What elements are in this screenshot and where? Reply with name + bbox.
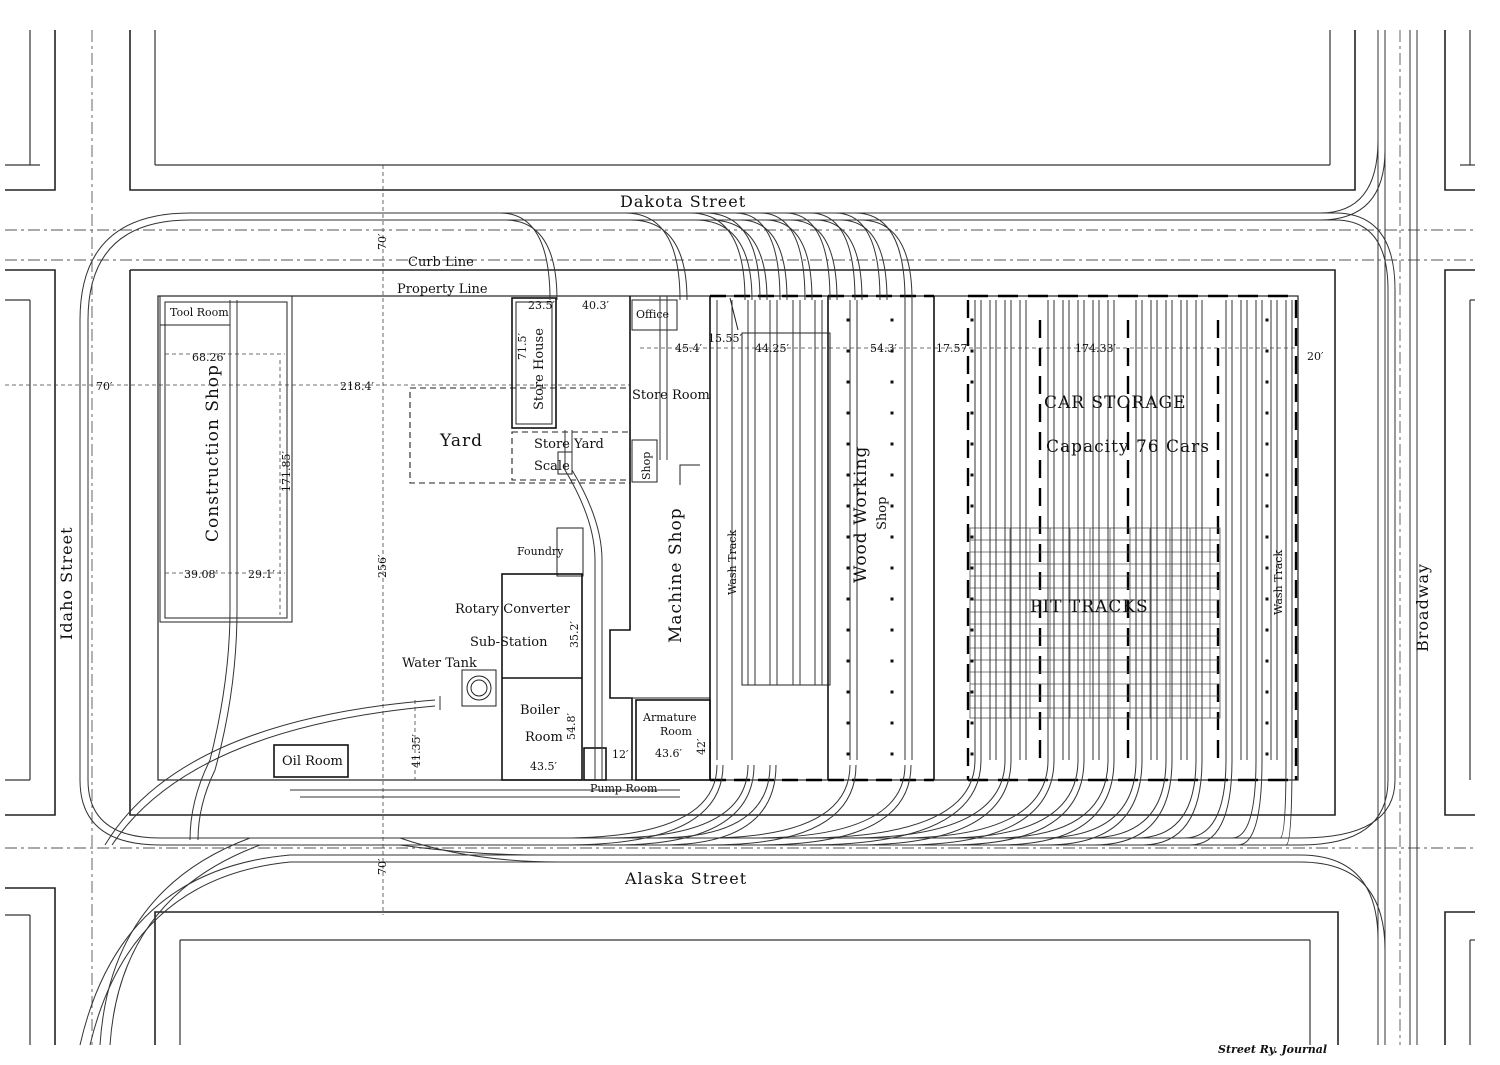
- dim-23-5: 23.5′: [528, 299, 555, 312]
- sub-station-label: Sub-Station: [470, 635, 548, 650]
- store-house-label: Store House: [532, 328, 547, 410]
- construction-shop-label: Construction Shop: [203, 364, 223, 542]
- store-yard-label: Store Yard: [534, 437, 604, 452]
- dim-174-33: 174.33′: [1075, 342, 1116, 355]
- dim-35-2: 35.2′: [568, 621, 581, 648]
- dim-171-85: 171.85′: [280, 451, 293, 492]
- property-outline: [157, 295, 1299, 781]
- dim-218-4: 218.4′: [340, 380, 374, 393]
- street-blocks: [5, 30, 1475, 1045]
- street-tracks: [79, 30, 1418, 1046]
- scale-label: Scale: [534, 459, 570, 474]
- property-line-label: Property Line: [397, 282, 488, 297]
- yard-label: Yard: [439, 431, 483, 451]
- oil-room: [273, 744, 349, 778]
- main-shop-walls: [609, 296, 711, 781]
- dim-44-25: 44.25′: [755, 342, 789, 355]
- dim-15-55: 15.55′: [708, 332, 742, 345]
- water-tank-label: Water Tank: [402, 656, 477, 671]
- dim-43-6: 43.6′: [655, 747, 682, 760]
- store-room-label: Store Room: [632, 388, 710, 403]
- street-label-alaska: Alaska Street: [624, 869, 747, 888]
- boiler-label: Boiler: [520, 703, 560, 718]
- dim-17-57: 17.57′: [936, 342, 970, 355]
- column-dots: [846, 318, 1269, 756]
- dim-68-26: 68.26′: [192, 351, 226, 364]
- wash-bay: [710, 294, 831, 782]
- dim-70-south: 70′: [376, 858, 389, 875]
- dim-20: 20′: [1307, 350, 1324, 363]
- armature-label: Armature: [642, 711, 696, 724]
- dim-39-08: 39.08′: [184, 568, 218, 581]
- dim-54-8: 54.8′: [565, 713, 578, 740]
- wood-shop-label: Shop: [875, 497, 890, 530]
- curb-line-label: Curb Line: [408, 255, 474, 270]
- dim-70-west: 70′: [96, 380, 113, 393]
- foundry-label: Foundry: [517, 545, 564, 558]
- wood-working-bay: [828, 294, 935, 782]
- north-curve-tracks: [499, 212, 913, 301]
- street-label-broadway: Broadway: [1413, 563, 1432, 652]
- dim-71-5: 71.5′: [516, 333, 529, 360]
- dim-42: 42′: [695, 738, 708, 755]
- car-storage-building: [966, 294, 1298, 782]
- machine-shop-label: Machine Shop: [666, 507, 686, 643]
- wash-track-label-1: Wash Track: [726, 530, 739, 595]
- yard-area: [409, 297, 631, 484]
- oil-room-label: Oil Room: [282, 754, 343, 769]
- street-label-idaho: Idaho Street: [57, 526, 76, 640]
- dim-40-3: 40.3′: [582, 299, 609, 312]
- dim-45-4: 45.4′: [675, 342, 702, 355]
- tool-room-label: Tool Room: [170, 306, 229, 319]
- capacity-label: Capacity 76 Cars: [1046, 437, 1210, 457]
- street-label-dakota: Dakota Street: [620, 192, 746, 211]
- construction-shop: [159, 295, 293, 841]
- wash-track-label-2: Wash Track: [1272, 550, 1285, 615]
- south-curve-tracks: [559, 759, 1293, 846]
- dim-29-1: 29.1′: [248, 568, 275, 581]
- dim-12: 12′: [612, 748, 629, 761]
- wood-working-label: Wood Working: [851, 446, 871, 583]
- shop-label: Shop: [640, 452, 653, 480]
- lead-tracks: [104, 699, 680, 846]
- dim-43-5: 43.5′: [530, 760, 557, 773]
- dim-54-3: 54.3′: [870, 342, 897, 355]
- dim-70-north: 70′: [376, 233, 389, 250]
- street-centerlines: [5, 30, 1475, 1045]
- car-storage-label: CAR STORAGE: [1044, 393, 1186, 413]
- dim-256: 256′: [376, 554, 389, 578]
- boiler-room-label: Room: [525, 730, 563, 745]
- rotary-converter-label: Rotary Converter: [455, 602, 571, 617]
- office-label: Office: [636, 308, 669, 321]
- dim-41-35: 41.35′: [410, 734, 423, 768]
- armature-room-label: Room: [660, 725, 693, 738]
- credit-line: Street Ry. Journal: [1218, 1043, 1327, 1056]
- power-house: [439, 430, 607, 781]
- pit-tracks-label: PIT TRACKS: [1030, 597, 1149, 617]
- pump-room-label: Pump Room: [590, 782, 658, 795]
